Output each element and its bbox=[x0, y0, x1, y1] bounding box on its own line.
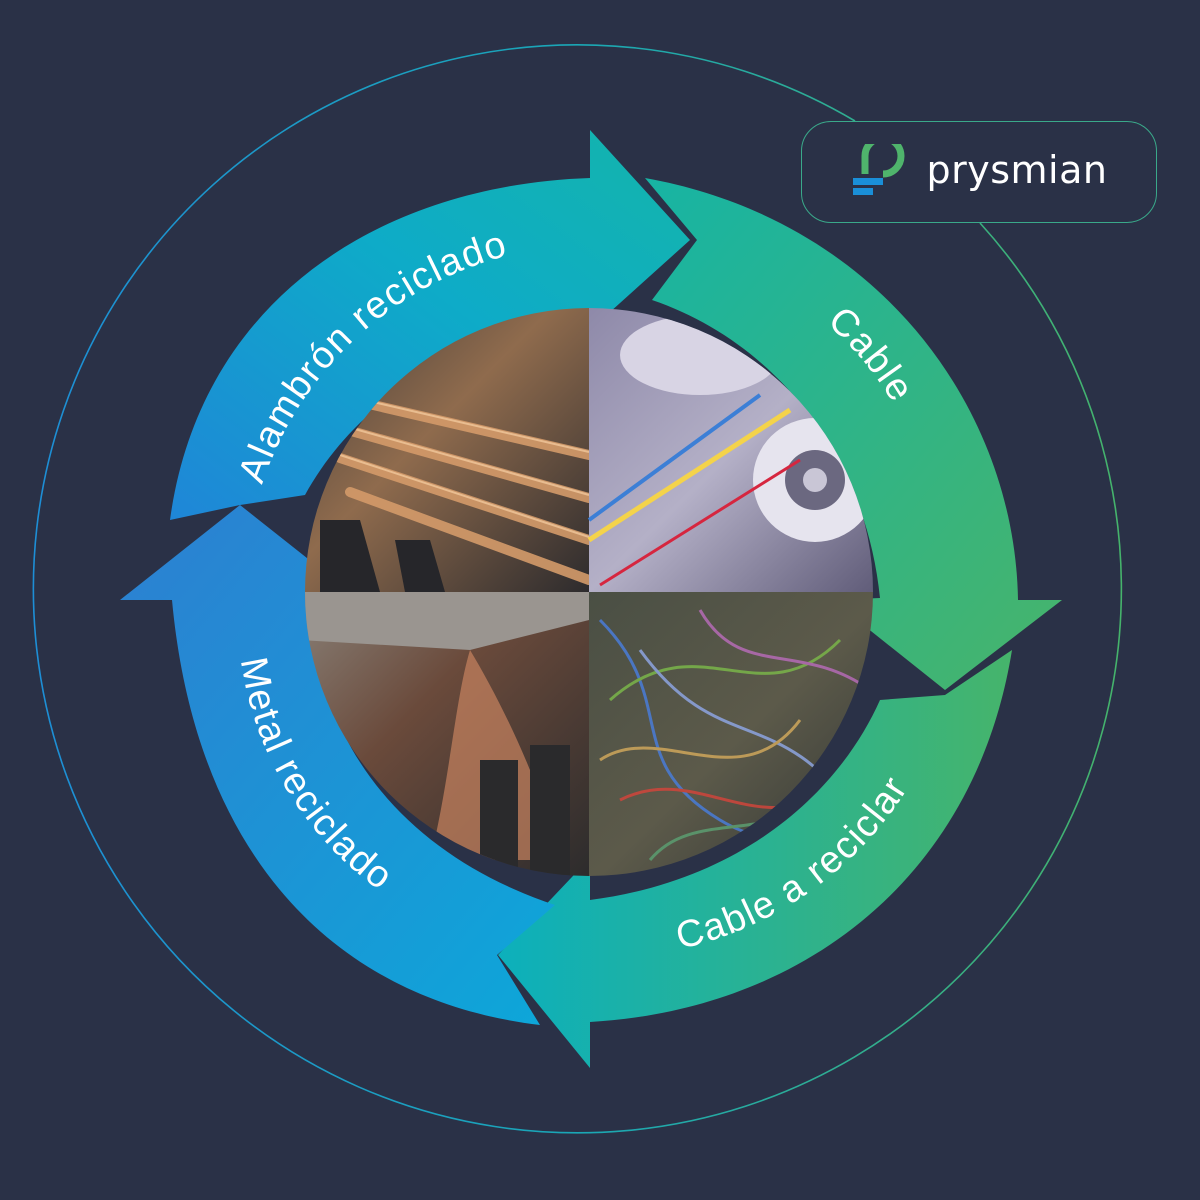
arrow-segment-top bbox=[170, 130, 690, 520]
arrow-segment-bottom bbox=[498, 650, 1012, 1068]
arrow-segment-left bbox=[120, 505, 555, 1025]
copper-granules-photo bbox=[305, 592, 589, 876]
outer-ring bbox=[32, 44, 1123, 1134]
brand-name: prysmian bbox=[926, 148, 1108, 192]
arrow-segment-right bbox=[645, 178, 1062, 690]
prysmian-logo-icon bbox=[852, 144, 904, 195]
brand-badge: prysmian bbox=[801, 121, 1157, 223]
